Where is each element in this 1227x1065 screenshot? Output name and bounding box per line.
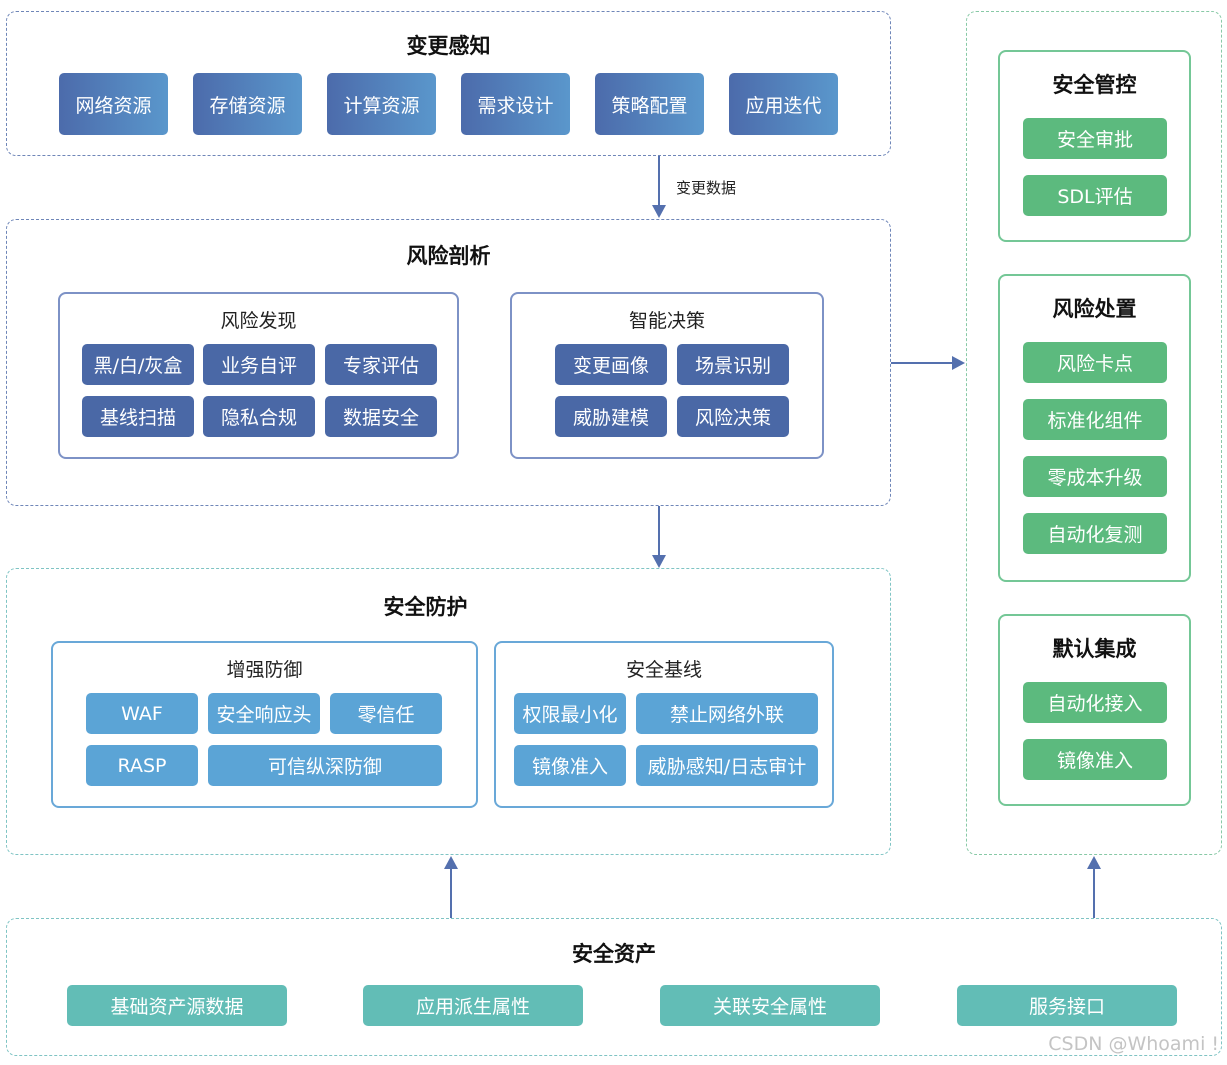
enhanced-defense-title: 增强防御 xyxy=(226,659,303,681)
chip-waf: WAF xyxy=(86,693,198,734)
chip-block-outbound: 禁止网络外联 xyxy=(636,693,818,734)
chip-risk-checkpoint: 风险卡点 xyxy=(1023,342,1167,383)
edge-label-change-data: 变更数据 xyxy=(676,179,737,197)
arrow-change-to-risk-head xyxy=(652,205,666,218)
risk-disposal-title: 风险处置 xyxy=(1052,297,1137,321)
risk-analysis-title: 风险剖析 xyxy=(406,244,491,268)
chip-self-assessment: 业务自评 xyxy=(203,344,315,385)
chip-zero-cost-upgrade: 零成本升级 xyxy=(1023,456,1167,497)
chip-storage-resource: 存储资源 xyxy=(193,73,302,135)
security-control-title: 安全管控 xyxy=(1052,73,1137,97)
chip-expert-review: 专家评估 xyxy=(325,344,437,385)
risk-analysis-panel: 风险剖析 风险发现 黑/白/灰盒 业务自评 专家评估 基线扫描 隐私合规 数据安… xyxy=(6,219,891,506)
chip-network-resource: 网络资源 xyxy=(59,73,168,135)
chip-threat-modeling: 威胁建模 xyxy=(555,396,667,437)
security-baseline-box: 安全基线 权限最小化 禁止网络外联 镜像准入 威胁感知/日志审计 xyxy=(494,641,834,808)
smart-decision-box: 智能决策 变更画像 场景识别 威胁建模 风险决策 xyxy=(510,292,824,459)
chip-auto-retest: 自动化复测 xyxy=(1023,513,1167,554)
security-control-box: 安全管控 安全审批 SDL评估 xyxy=(998,50,1191,242)
chip-security-headers: 安全响应头 xyxy=(208,693,320,734)
chip-sdl-assessment: SDL评估 xyxy=(1023,175,1167,216)
default-integration-box: 默认集成 自动化接入 镜像准入 xyxy=(998,614,1191,806)
risk-disposal-box: 风险处置 风险卡点 标准化组件 零成本升级 自动化复测 xyxy=(998,274,1191,582)
risk-discovery-box: 风险发现 黑/白/灰盒 业务自评 专家评估 基线扫描 隐私合规 数据安全 xyxy=(58,292,459,459)
chip-auto-onboarding: 自动化接入 xyxy=(1023,682,1167,723)
chip-image-admission-right: 镜像准入 xyxy=(1023,739,1167,780)
smart-decision-title: 智能决策 xyxy=(628,310,705,332)
chip-rasp: RASP xyxy=(86,745,198,786)
chip-least-privilege: 权限最小化 xyxy=(514,693,626,734)
chip-app-iteration: 应用迭代 xyxy=(729,73,838,135)
change-perception-panel: 变更感知 网络资源 存储资源 计算资源 需求设计 策略配置 应用迭代 xyxy=(6,11,891,156)
security-assets-panel: 安全资产 基础资产源数据 应用派生属性 关联安全属性 服务接口 xyxy=(6,918,1222,1056)
right-column-panel: 安全管控 安全审批 SDL评估 风险处置 风险卡点 标准化组件 零成本升级 自动… xyxy=(966,11,1222,855)
chip-risk-decision: 风险决策 xyxy=(677,396,789,437)
arrow-risk-to-right-head xyxy=(952,356,965,370)
watermark-text: CSDN @Whoami ! xyxy=(1048,1033,1219,1055)
chip-image-admission: 镜像准入 xyxy=(514,745,626,786)
risk-discovery-title: 风险发现 xyxy=(220,310,297,332)
chip-security-approval: 安全审批 xyxy=(1023,118,1167,159)
chip-zero-trust: 零信任 xyxy=(330,693,442,734)
chip-change-profile: 变更画像 xyxy=(555,344,667,385)
chip-trusted-defense-in-depth: 可信纵深防御 xyxy=(208,745,442,786)
arrow-change-to-risk-line xyxy=(658,156,660,206)
chip-policy-config: 策略配置 xyxy=(595,73,704,135)
change-perception-title: 变更感知 xyxy=(406,34,491,58)
arrow-assets-to-right-head xyxy=(1087,856,1101,869)
chip-baseline-scan: 基线扫描 xyxy=(82,396,194,437)
security-protection-title: 安全防护 xyxy=(383,595,468,619)
chip-service-interface: 服务接口 xyxy=(957,985,1177,1026)
enhanced-defense-box: 增强防御 WAF 安全响应头 零信任 RASP 可信纵深防御 xyxy=(51,641,478,808)
chip-app-derived-attributes: 应用派生属性 xyxy=(363,985,583,1026)
arrow-assets-to-protect-head xyxy=(444,856,458,869)
chip-base-asset-data: 基础资产源数据 xyxy=(67,985,287,1026)
chip-data-security: 数据安全 xyxy=(325,396,437,437)
arrow-risk-to-protect-line xyxy=(658,506,660,556)
default-integration-title: 默认集成 xyxy=(1052,637,1137,661)
chip-scene-recognition: 场景识别 xyxy=(677,344,789,385)
arrow-assets-to-right-line xyxy=(1093,868,1095,918)
arrow-risk-to-protect-head xyxy=(652,555,666,568)
chip-threat-awareness-audit: 威胁感知/日志审计 xyxy=(636,745,818,786)
arrow-risk-to-right-line xyxy=(891,362,953,364)
chip-privacy-compliance: 隐私合规 xyxy=(203,396,315,437)
arrow-assets-to-protect-line xyxy=(450,868,452,918)
security-assets-title: 安全资产 xyxy=(572,942,656,966)
security-baseline-title: 安全基线 xyxy=(625,659,702,681)
chip-box-testing: 黑/白/灰盒 xyxy=(82,344,194,385)
chip-compute-resource: 计算资源 xyxy=(327,73,436,135)
chip-standard-components: 标准化组件 xyxy=(1023,399,1167,440)
security-protection-panel: 安全防护 增强防御 WAF 安全响应头 零信任 RASP 可信纵深防御 安全基线… xyxy=(6,568,891,855)
chip-requirement-design: 需求设计 xyxy=(461,73,570,135)
chip-related-security-attributes: 关联安全属性 xyxy=(660,985,880,1026)
